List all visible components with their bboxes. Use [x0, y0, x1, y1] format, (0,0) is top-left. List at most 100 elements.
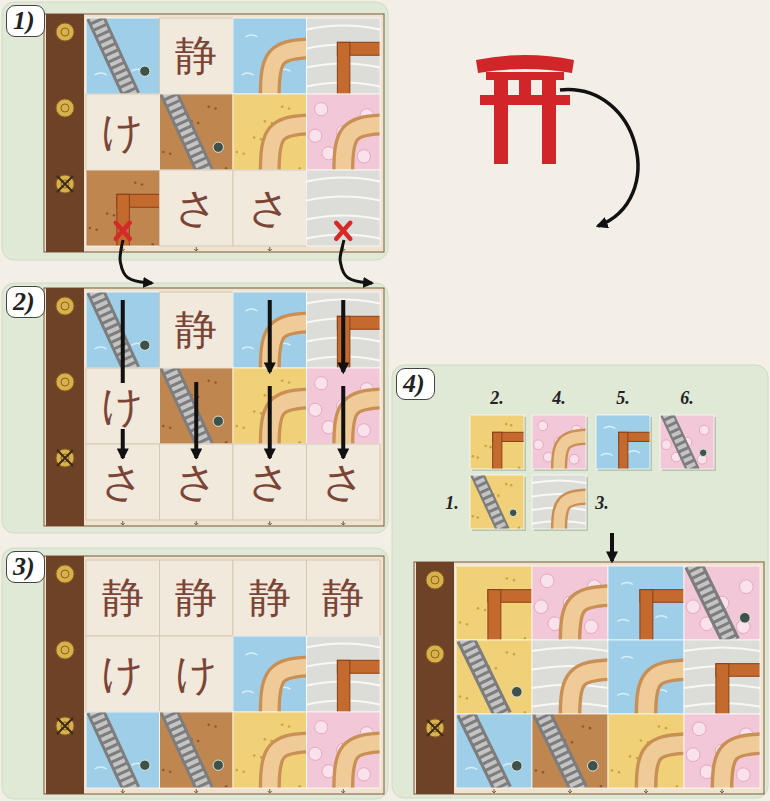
garden-tile [465, 640, 503, 714]
kana-symbol: け [100, 383, 145, 429]
garden-tile [684, 566, 760, 640]
move-arrow [341, 300, 345, 372]
garden-tile [471, 515, 474, 518]
tick-mark [194, 789, 198, 793]
garden-tile [86, 18, 160, 94]
garden-tile [242, 691, 254, 693]
move-arrow [268, 300, 272, 372]
coin-icon [56, 297, 74, 315]
kana-symbol: 静 [248, 575, 292, 621]
garden-tile [570, 670, 608, 714]
kana-tile: さ [160, 170, 234, 246]
game-board [44, 14, 384, 252]
garden-tile [168, 712, 205, 788]
kana-symbol: さ [321, 459, 366, 505]
garden-tile [207, 106, 210, 109]
garden-tile [584, 620, 598, 634]
game-board [44, 14, 384, 252]
garden-tile [596, 415, 650, 469]
garden-tile [207, 724, 210, 727]
garden-tile [213, 760, 223, 770]
coin-icon [56, 565, 74, 583]
move-arrow [340, 240, 344, 260]
garden-tile [233, 560, 307, 636]
tick-mark [341, 789, 345, 793]
coin-icon [56, 175, 74, 193]
garden-tile [569, 454, 579, 464]
move-arrow [120, 260, 152, 283]
coin-icon [56, 99, 74, 117]
garden-tile [214, 107, 217, 110]
garden-tile [535, 769, 538, 772]
garden-tile [86, 560, 160, 636]
garden-tile [160, 636, 234, 712]
garden-tile [722, 744, 760, 788]
step-number: 3) [6, 551, 45, 583]
coin-icon [56, 641, 74, 659]
order-number: 2. [490, 388, 504, 408]
move-arrow [268, 386, 272, 458]
order-number: 6. [680, 388, 694, 409]
garden-tile [86, 712, 160, 788]
kana-tile: 静 [160, 292, 234, 368]
garden-tile [618, 771, 621, 774]
step-number: 4) [396, 368, 435, 400]
garden-tile [684, 714, 760, 788]
garden-tile [95, 712, 132, 788]
garden-tile [315, 721, 328, 734]
garden-tile [608, 640, 684, 714]
garden-tile [540, 574, 554, 588]
garden-tile [86, 712, 160, 788]
garden-tile [538, 421, 548, 431]
garden-tile [570, 596, 608, 640]
coin-icon [56, 99, 74, 117]
garden-tile [684, 566, 760, 640]
garden-tile [242, 152, 245, 155]
garden-tile [270, 666, 307, 712]
garden-tile [541, 714, 579, 788]
kana-symbol: さ [100, 459, 145, 505]
torii-gate [486, 72, 564, 80]
coin-icon [426, 571, 444, 589]
garden-tile [621, 583, 633, 585]
garden-tile [684, 647, 760, 651]
garden-tile [607, 713, 686, 790]
garden-tile [168, 368, 205, 444]
kana-symbol: さ [247, 459, 292, 505]
garden-tile [168, 94, 205, 170]
kana-tile: け [160, 636, 234, 712]
coin-icon [61, 570, 69, 578]
garden-tile [589, 727, 592, 730]
garden-tile [134, 182, 137, 185]
garden-tile [357, 768, 370, 781]
garden-tile [470, 475, 524, 529]
garden-tile [495, 667, 498, 670]
garden-tile [699, 449, 707, 457]
move-arrow [341, 386, 345, 458]
garden-tile [288, 107, 291, 110]
board-strip [416, 562, 454, 794]
garden-tile [357, 150, 370, 163]
order-number: 1. [445, 493, 459, 513]
turn-arrow [560, 90, 638, 226]
garden-tile [264, 738, 267, 741]
kana-symbol: 静 [174, 307, 218, 353]
tick-mark [194, 521, 198, 525]
kana-symbol: さ [174, 459, 219, 505]
garden-tile [233, 94, 307, 170]
garden-tile [168, 94, 205, 170]
garden-tile [160, 18, 234, 94]
garden-tile [242, 347, 254, 349]
garden-tile [343, 742, 380, 788]
garden-tile [532, 475, 586, 529]
garden-tile [532, 647, 608, 651]
garden-tile [233, 94, 307, 170]
garden-tile [646, 744, 684, 788]
garden-tile [158, 92, 233, 172]
game-board [44, 556, 384, 794]
garden-tile [466, 623, 469, 626]
tick-mark [492, 789, 496, 793]
garden-tile [233, 560, 307, 636]
order-number: 3. [595, 493, 609, 514]
